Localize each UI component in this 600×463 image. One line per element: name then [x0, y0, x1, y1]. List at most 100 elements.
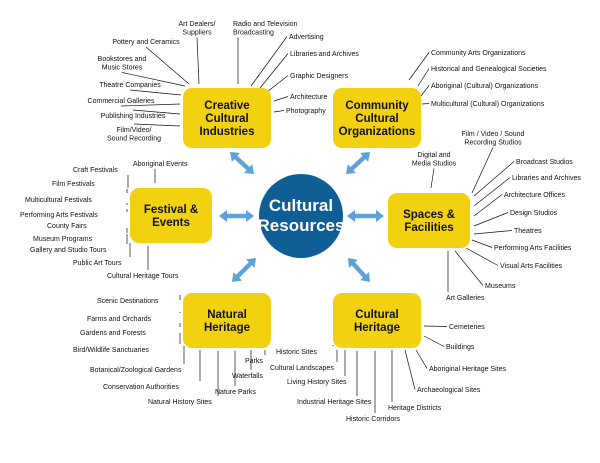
festival-item-craft-festivals: Craft Festivals	[73, 167, 118, 174]
spaces-item-architecture-offices: Architecture Offices	[504, 192, 565, 199]
cultural-connector-aboriginal-heritage-sites	[415, 349, 428, 369]
creative-title-line-3: Industries	[200, 126, 255, 138]
festival-item-county-fairs: County Fairs	[47, 223, 87, 230]
creative-connector-film-video-sound-recording	[133, 123, 181, 127]
cultural-connector-cemeteries	[423, 325, 448, 327]
creative-connector-publishing-industries	[132, 109, 181, 115]
connector-lines	[120, 36, 515, 413]
cultural-item-historic-corridors: Historic Corridors	[346, 416, 401, 423]
creative-item-pottery-and-ceramics: Pottery and Ceramics	[112, 39, 180, 46]
creative-connector-graphic-designers	[266, 75, 289, 93]
natural-item-scenic-destinations: Scenic Destinations	[97, 298, 159, 305]
spaces-connector-architecture-offices	[473, 194, 503, 217]
cultural-box-background	[333, 293, 421, 348]
double-arrow-6	[348, 258, 370, 282]
festival-title-line-2: Events	[152, 217, 190, 229]
festival-item-museum-programs: Museum Programs	[33, 236, 93, 243]
creative-item-theatre-companies: Theatre Companies	[99, 82, 161, 89]
cultural-connector-buildings	[423, 335, 445, 347]
natural-item-parks: Parks	[245, 358, 263, 365]
natural-item-botanical-zoological-gardens: Botanical/Zoological Gardens	[90, 367, 182, 374]
natural-item-bird-wildlife-sanctuaries: Bird/Wildlife Sanctuaries	[73, 347, 149, 354]
creative-title-line-1: Creative	[204, 100, 249, 112]
festival-item-performing-arts-festivals: Performing Arts Festivals	[20, 212, 98, 219]
natural-item-nature-parks: Nature Parks	[215, 389, 256, 396]
festival-box: Festival &Events	[130, 188, 212, 243]
cultural-item-heritage-districts: Heritage Districts	[388, 405, 442, 412]
community-title-line-3: Organizations	[339, 126, 416, 138]
cultural-item-aboriginal-heritage-sites: Aboriginal Heritage Sites	[429, 366, 507, 373]
natural-box-background	[183, 293, 271, 348]
spaces-box-background	[388, 193, 470, 248]
double-arrow-1	[230, 151, 254, 174]
creative-item-architecture: Architecture	[290, 94, 327, 101]
community-title-line-1: Community	[345, 100, 409, 112]
spaces-connector-theatres	[473, 230, 513, 235]
cultural-connector-archaeological-sites	[404, 349, 416, 390]
spaces-connector-design-studios	[473, 212, 509, 227]
spaces-item-libraries-and-archives: Libraries and Archives	[512, 175, 581, 182]
creative-item-graphic-designers: Graphic Designers	[290, 73, 348, 80]
creative-box-background	[183, 88, 271, 148]
community-item-historical-and-genealogical-societies: Historical and Genealogical Societies	[431, 66, 547, 73]
leaf-labels: Art Dealers/Suppliers Radio and Televisio…	[20, 21, 581, 423]
double-arrow-4	[347, 210, 384, 222]
creative-connector-photography	[273, 110, 285, 113]
creative-title-line-2: Cultural	[205, 113, 248, 125]
spaces-item-museums: Museums	[485, 283, 516, 290]
community-title-line-2: Cultural	[355, 113, 398, 125]
community-connector-aboriginal-cultural-organizations	[420, 85, 430, 97]
center-title-line-1: Cultural	[269, 196, 333, 215]
double-arrow-3	[219, 210, 254, 222]
spaces-item-performing-arts-facilities: Performing Arts Facilities	[494, 245, 572, 252]
creative-item-photography: Photography	[286, 108, 326, 115]
spaces-title-line-2: Facilities	[404, 222, 453, 234]
double-arrow-2	[346, 152, 370, 174]
spaces-item-art-galleries: Art Galleries	[446, 295, 485, 302]
creative-item-publishing-industries: Publishing Industries	[101, 113, 166, 120]
category-boxes: CreativeCulturalIndustriesCommunityCultu…	[130, 88, 470, 348]
spaces-connector-film-video-sound-recording-studios	[471, 147, 494, 194]
spaces-title-line-1: Spaces &	[403, 209, 455, 221]
cultural-item-archaeological-sites: Archaeological Sites	[417, 387, 481, 394]
cultural-title-line-1: Cultural	[355, 309, 398, 321]
spaces-connector-libraries-and-archives	[473, 177, 511, 207]
cultural-title-line-2: Heritage	[354, 322, 400, 334]
spaces-connector-museums	[454, 250, 484, 286]
natural-title-line-1: Natural	[207, 309, 247, 321]
cultural-item-buildings: Buildings	[446, 344, 475, 351]
center-title-line-2: Resources	[258, 216, 345, 235]
community-item-community-arts-organizations: Community Arts Organizations	[431, 50, 526, 57]
cultural-item-cultural-landscapes: Cultural Landscapes	[270, 365, 334, 372]
creative-item-film-video-sound-recording: Film/Video/Sound Recording	[107, 127, 161, 143]
natural-item-natural-history-sites: Natural History Sites	[148, 399, 212, 406]
festival-box-background	[130, 188, 212, 243]
festival-title-line-1: Festival &	[144, 204, 198, 216]
arrows	[219, 151, 384, 282]
cultural-item-industrial-heritage-sites: Industrial Heritage Sites	[297, 399, 372, 406]
creative-item-art-dealers-suppliers: Art Dealers/Suppliers	[179, 21, 216, 37]
creative-connector-art-dealers-suppliers	[196, 37, 200, 85]
center-circle	[259, 174, 343, 258]
cultural-item-cemeteries: Cemeteries	[449, 324, 485, 331]
spaces-connector-broadcast-studios	[473, 161, 515, 197]
festival-item-multicultural-festivals: Multicultural Festivals	[25, 197, 92, 204]
festival-item-aboriginal-events: Aboriginal Events	[133, 161, 188, 168]
spaces-item-theatres: Theatres	[514, 228, 542, 235]
creative-item-commercial-galleries: Commercial Galleries	[88, 98, 155, 105]
creative-connector-architecture	[273, 96, 289, 102]
spaces-item-design-studios: Design Studios	[510, 210, 558, 217]
spaces-box: Spaces &Facilities	[388, 193, 470, 248]
creative-connector-commercial-galleries	[120, 103, 181, 107]
center-node: Cultural Resources	[258, 174, 345, 258]
community-connector-historical-and-genealogical-societies	[417, 68, 430, 87]
